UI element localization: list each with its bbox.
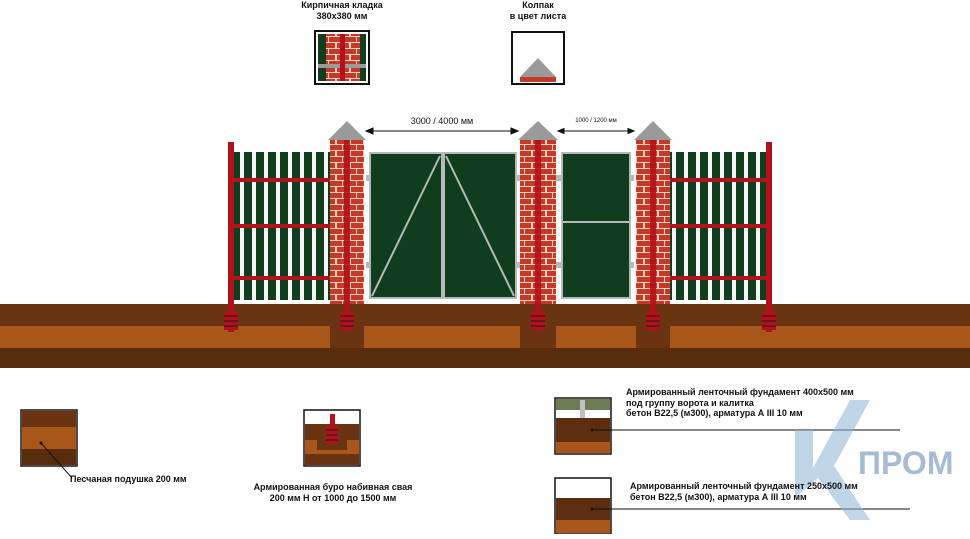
ground	[0, 304, 970, 368]
wicket-width-label: 1000 / 1200 мм	[575, 118, 617, 124]
pile-label-line2: 200 мм Н от 1000 до 1500 мм	[269, 492, 397, 503]
fence-section-right	[666, 142, 776, 332]
brick-label-line2: 380х380 мм	[316, 10, 368, 21]
swing-gate	[366, 152, 520, 299]
brick-pillar-right	[634, 121, 672, 330]
pile-label-line1: Армированная буро набивная свая	[253, 482, 413, 492]
foundation-fence-label: Армированный ленточный фундамент 250х500…	[630, 481, 900, 502]
post-right-outer	[766, 142, 772, 332]
kprom-logo: ПРОМ	[795, 400, 953, 520]
pillar-foundation-left	[330, 326, 364, 348]
gate-brace-left	[371, 155, 441, 297]
foundation-fence-swatch	[554, 477, 910, 535]
pillar-cap-right	[634, 121, 672, 140]
foundation-gate-swatch	[554, 397, 900, 455]
rail-right-top	[666, 178, 770, 182]
foundation-gate-line2: под группу ворота и калитка	[626, 397, 754, 408]
pile-middle	[531, 312, 545, 330]
pillar-foundation-right	[636, 326, 670, 348]
foundation-gate-label: Армированный ленточный фундамент 400х500…	[626, 387, 896, 419]
gate-brace-right	[445, 155, 515, 297]
post-left-outer	[228, 142, 234, 332]
soil-bottom-layer	[0, 348, 970, 368]
rail-right-middle	[666, 224, 770, 228]
pile-right-outer	[762, 312, 776, 330]
cap-label-line1: Колпак	[522, 0, 554, 10]
rail-left-middle	[230, 224, 334, 228]
gate-width-arrow	[364, 127, 520, 135]
brick-label: Кирпичная кладка 380х380 мм	[282, 0, 402, 21]
wicket-width-arrow	[556, 127, 636, 135]
cap-label-line2: в цвет листа	[509, 10, 567, 21]
rail-right-bottom	[666, 276, 770, 280]
pile-label: Армированная буро набивная свая 200 мм Н…	[240, 482, 426, 503]
brick-pillar-middle	[518, 121, 558, 330]
cap-detail-box	[511, 31, 565, 85]
pile-left-outer	[224, 312, 238, 330]
pillar-cap-middle	[518, 121, 558, 140]
pillar-foundation-middle	[520, 326, 556, 348]
rail-left-top	[230, 178, 334, 182]
sand-swatch	[20, 409, 78, 479]
wicket-panel	[561, 152, 631, 299]
pile-left	[340, 312, 354, 330]
pile-swatch	[303, 409, 361, 467]
foundation-gate-line1: Армированный ленточный фундамент 400х500…	[626, 387, 854, 397]
cap-label: Колпак в цвет листа	[488, 0, 588, 21]
logo-text: ПРОМ	[858, 445, 953, 481]
rail-left-bottom	[230, 276, 334, 280]
brick-label-line1: Кирпичная кладка	[301, 0, 383, 10]
sand-layer	[0, 326, 970, 348]
fence-section-left	[224, 142, 334, 332]
gate-width-label: 3000 / 4000 мм	[410, 116, 474, 126]
foundation-fence-line2: бетон В22,5 (м300), арматура А III 10 мм	[630, 491, 807, 502]
foundation-fence-line1: Армированный ленточный фундамент 250х500…	[630, 481, 858, 491]
sand-label: Песчаная подушка 200 мм	[70, 474, 187, 484]
pile-right	[646, 312, 660, 330]
soil-top-layer	[0, 304, 970, 326]
brick-pillar-left	[328, 121, 366, 330]
wicket-door	[556, 152, 634, 299]
foundation-gate-line3: бетон В22,5 (м300), арматура А III 10 мм	[626, 408, 803, 419]
pillar-cap-left	[328, 121, 366, 140]
brick-detail-box	[314, 30, 370, 85]
